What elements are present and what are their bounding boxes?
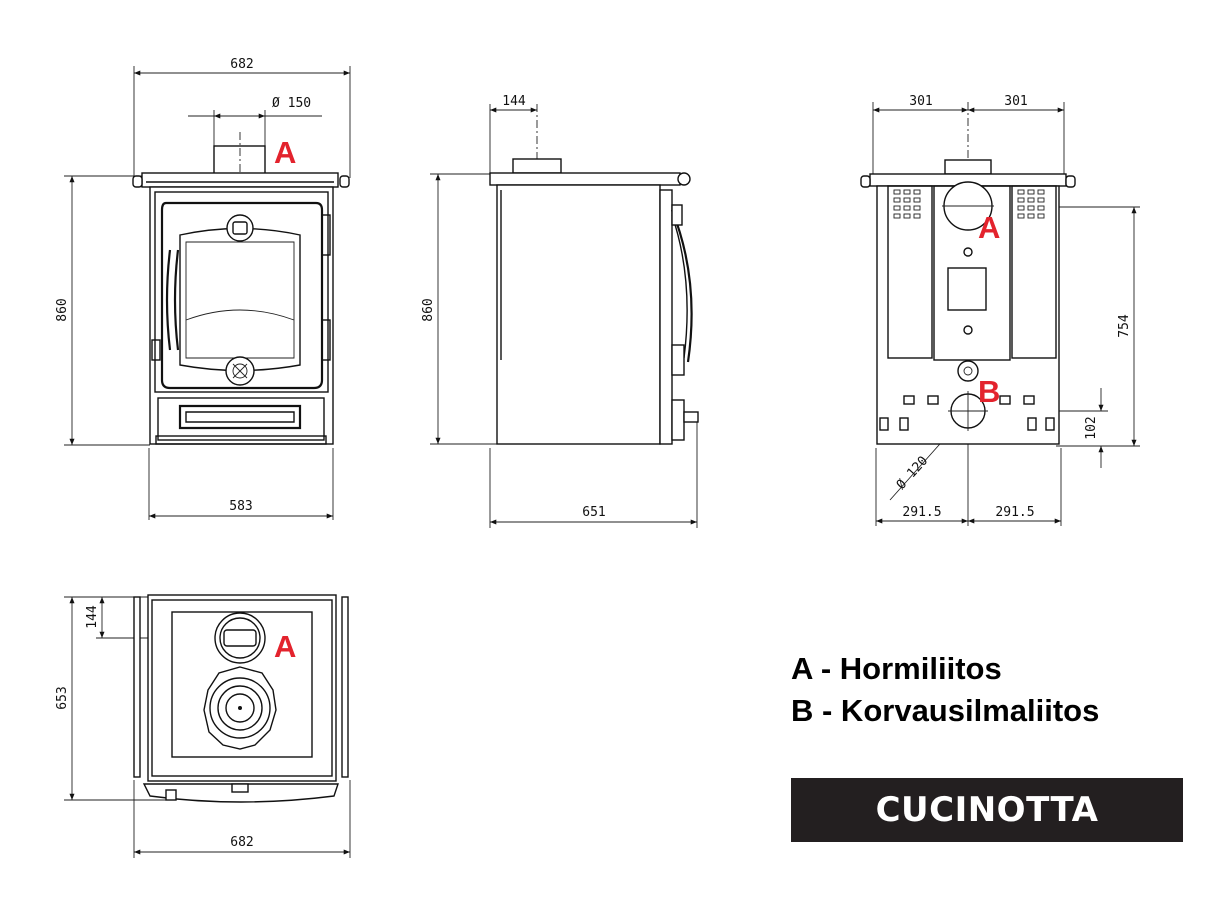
side-depth-dim: 651: [582, 505, 605, 520]
rear-air-height-dim: 102: [1084, 416, 1099, 439]
side-view: 144 860 651: [421, 94, 699, 528]
rear-air-left-dim: 291.5: [902, 505, 941, 520]
top-depth-dim: 653: [55, 686, 70, 709]
rear-louvres: [893, 189, 1045, 219]
model-name: CUCINOTTA: [875, 790, 1099, 830]
legend: A - Hormiliitos B - Korvausilmaliitos: [791, 648, 1211, 732]
front-height-dim: 860: [55, 298, 70, 321]
rear-flue-height-dim: 754: [1117, 314, 1132, 338]
rear-air-diameter-dim: Ø 120: [894, 454, 931, 493]
front-width-dim: 682: [230, 57, 253, 72]
rear-left-half-dim: 301: [909, 94, 932, 109]
rear-view: 301 301 754 102 291.5 291.5 Ø 120: [860, 94, 1140, 526]
front-flue-diameter-dim: Ø 150: [272, 96, 311, 111]
front-bottom-width-dim: 583: [229, 499, 252, 514]
legend-item-b: B - Korvausilmaliitos: [791, 693, 1100, 728]
front-flue-label: A: [274, 135, 296, 170]
legend-item-a: A - Hormiliitos: [791, 651, 1002, 686]
rear-air-right-dim: 291.5: [995, 505, 1034, 520]
rear-right-half-dim: 301: [1004, 94, 1027, 109]
top-flue-label: A: [274, 629, 296, 664]
top-view: 144 653 682 A: [55, 594, 351, 858]
top-width-dim: 682: [230, 835, 253, 850]
rear-air-label: B: [978, 374, 1000, 409]
side-height-dim: 860: [421, 298, 436, 321]
front-view: 682 Ø 150 860 583: [55, 57, 351, 520]
top-flue-offset-dim: 144: [85, 605, 100, 629]
rear-flue-label: A: [978, 210, 1000, 245]
model-banner: CUCINOTTA: [791, 778, 1183, 842]
side-flue-offset-dim: 144: [502, 94, 526, 109]
